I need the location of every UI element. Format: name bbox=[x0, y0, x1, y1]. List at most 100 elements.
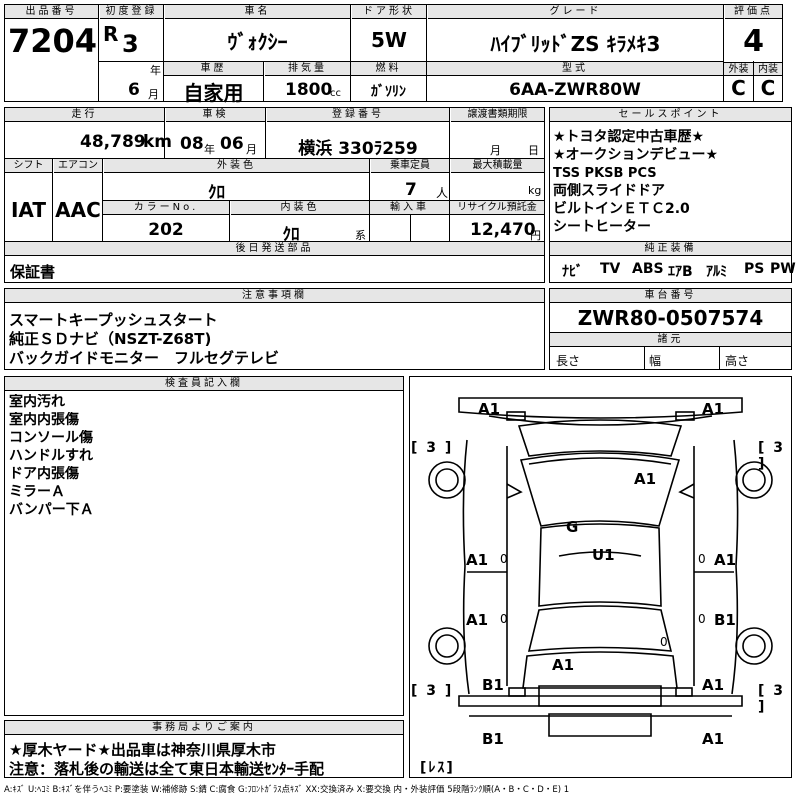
door-mark-right-rear: 0 bbox=[698, 612, 706, 626]
note-line-1: スマートキープッシュスタート bbox=[9, 311, 218, 329]
damage-mark-rear-right: A1 bbox=[702, 676, 725, 694]
registration-header: 初度登録 bbox=[100, 5, 163, 19]
inspector-line-5: ドア内張傷 bbox=[9, 466, 79, 482]
damage-code-legend: A:ｷｽﾞ U:ﾍｺﾐ B:ｷｽﾞを伴うﾍｺﾐ P:要塗装 W:補修跡 S:錆 … bbox=[4, 785, 570, 795]
int-rating-value: C bbox=[760, 76, 776, 100]
mileage-unit: km bbox=[143, 132, 173, 152]
registration-month: 6 bbox=[128, 80, 140, 100]
inspector-line-7: バンパー下Ａ bbox=[9, 502, 94, 518]
rating-header: 評価点 bbox=[725, 5, 782, 19]
car-name-value: ｳﾞｫｸｼｰ bbox=[227, 30, 288, 54]
damage-mark-front-right: A1 bbox=[702, 400, 725, 418]
damage-mark-hood: A1 bbox=[634, 470, 657, 488]
office-line-2: 注意：落札後の輸送は全て東日本輸送ｾﾝﾀｰ手配 bbox=[9, 760, 325, 778]
tire-depth-rear-right: [ 3 ] bbox=[758, 683, 786, 715]
recycle-value: 12,470 bbox=[470, 220, 536, 240]
interior-color-unit: 系 bbox=[355, 229, 366, 242]
capacity-unit: 人 bbox=[436, 186, 449, 200]
door-mark-rear-center: 0 bbox=[660, 635, 668, 649]
plate-header: 登録番号 bbox=[267, 108, 449, 122]
exterior-color-value: ｸﾛ bbox=[208, 183, 225, 203]
inspector-line-2: 室内内張傷 bbox=[9, 412, 79, 428]
model-code-value: 6AA-ZWR80W bbox=[509, 80, 641, 100]
damage-mark-roof: U1 bbox=[592, 546, 615, 564]
mileage-value: 48,789 bbox=[80, 132, 146, 152]
sales-point-3: TSS PKSB PCS bbox=[553, 166, 657, 181]
history-value: 自家用 bbox=[183, 81, 244, 105]
inspector-line-1: 室内汚れ bbox=[9, 394, 65, 410]
registration-month-unit: 月 bbox=[148, 88, 159, 101]
inspection-month-unit: 月 bbox=[246, 143, 257, 156]
tire-depth-rear-left: [ 3 ] bbox=[411, 683, 454, 699]
equipment-item-ps: PS bbox=[744, 261, 765, 277]
damage-mark-bottom-left: B1 bbox=[482, 730, 504, 748]
capacity-header: 乗車定員 bbox=[371, 159, 449, 173]
max-load-unit: kg bbox=[528, 184, 542, 197]
color-no-value: 202 bbox=[148, 220, 184, 240]
followup-value: 保証書 bbox=[10, 263, 56, 281]
damage-diagram-box bbox=[409, 376, 792, 778]
displacement-header: 排気量 bbox=[265, 62, 350, 76]
damage-mark-hatch: A1 bbox=[552, 656, 575, 674]
sales-point-2: ★オークションデビュー★ bbox=[553, 147, 719, 163]
damage-mark-right-front-door: A1 bbox=[714, 551, 737, 569]
lot-number: 72045 bbox=[8, 22, 96, 60]
spare-tire-status: [ﾚｽ] bbox=[420, 760, 455, 776]
sales-points-header: セールスポイント bbox=[550, 108, 791, 122]
max-load-header: 最大積載量 bbox=[451, 159, 544, 173]
inspector-line-6: ミラーＡ bbox=[9, 484, 65, 500]
recycle-unit: 円 bbox=[530, 229, 541, 242]
top-info-box bbox=[4, 4, 783, 102]
plate-value: 横浜 330ﾗ259 bbox=[298, 139, 418, 159]
tire-depth-front-right: [ 3 ] bbox=[758, 440, 786, 472]
displacement-unit: cc bbox=[330, 88, 341, 99]
grade-header: グレード bbox=[428, 5, 723, 19]
transfer-day-unit: 日 bbox=[528, 144, 539, 157]
car-outline-diagram bbox=[428, 397, 773, 737]
inspection-header: 車検 bbox=[166, 108, 265, 122]
registration-year-unit: 年 bbox=[150, 64, 161, 77]
doors-header: ドア形状 bbox=[352, 5, 426, 19]
model-code-header: 型式 bbox=[427, 62, 723, 76]
aircon-header: エアコン bbox=[54, 159, 102, 173]
interior-color-value: ｸﾛ bbox=[282, 225, 300, 245]
color-no-header: カラーNo. bbox=[103, 201, 229, 215]
damage-mark-front-left: A1 bbox=[478, 400, 501, 418]
mileage-header: 走行 bbox=[5, 108, 164, 122]
ext-rating-header: 外装 bbox=[724, 62, 753, 76]
note-line-2: 純正ＳＤナビ（NSZT-Z68T) bbox=[9, 330, 212, 348]
damage-mark-left-rear-door: A1 bbox=[466, 611, 489, 629]
shift-header: シフト bbox=[5, 159, 52, 173]
fuel-header: 燃料 bbox=[351, 62, 426, 76]
sales-point-1: ★トヨタ認定中古車歴★ bbox=[553, 129, 705, 145]
equipment-item-tv: TV bbox=[600, 261, 621, 277]
damage-mark-left-front-door: A1 bbox=[466, 551, 489, 569]
followup-header: 後日発送部品 bbox=[5, 242, 544, 256]
equipment-item-airbag: ｴｱB bbox=[668, 264, 693, 280]
equipment-item-pw: PW bbox=[770, 261, 796, 277]
tire-depth-front-left: [ 3 ] bbox=[411, 440, 454, 456]
registration-era: R bbox=[103, 22, 119, 46]
office-line-1: ★厚木ヤード★出品車は神奈川県厚木市 bbox=[9, 741, 276, 759]
import-header: 輸入車 bbox=[370, 201, 449, 215]
car-name-header: 車名 bbox=[165, 5, 350, 19]
exterior-color-header: 外装色 bbox=[104, 159, 369, 173]
sales-point-5: ビルトインＥＴＣ2.0 bbox=[553, 201, 690, 217]
width-label: 幅 bbox=[649, 354, 662, 368]
inspector-line-3: コンソール傷 bbox=[9, 430, 93, 446]
capacity-value: 7 bbox=[405, 180, 417, 200]
sales-point-6: シートヒーター bbox=[553, 219, 651, 235]
height-label: 高さ bbox=[725, 354, 750, 368]
grade-value: ﾊｲﾌﾞﾘｯﾄﾞZS ｷﾗﾒｷ3 bbox=[490, 32, 661, 56]
inspector-line-4: ハンドルすれ bbox=[9, 448, 93, 464]
transfer-month-unit: 月 bbox=[490, 144, 501, 157]
int-rating-header: 内装 bbox=[754, 62, 782, 76]
equipment-item-alloy: ｱﾙﾐ bbox=[706, 264, 727, 280]
inspector-box bbox=[4, 376, 404, 716]
equipment-item-abs: ABS bbox=[632, 261, 664, 277]
damage-mark-right-rear-door: B1 bbox=[714, 611, 736, 629]
registration-year: 3 bbox=[122, 30, 139, 58]
inspection-year: 08 bbox=[180, 134, 204, 154]
fuel-value: ｶﾞｿﾘﾝ bbox=[371, 84, 406, 100]
interior-color-header: 内装色 bbox=[231, 201, 369, 215]
